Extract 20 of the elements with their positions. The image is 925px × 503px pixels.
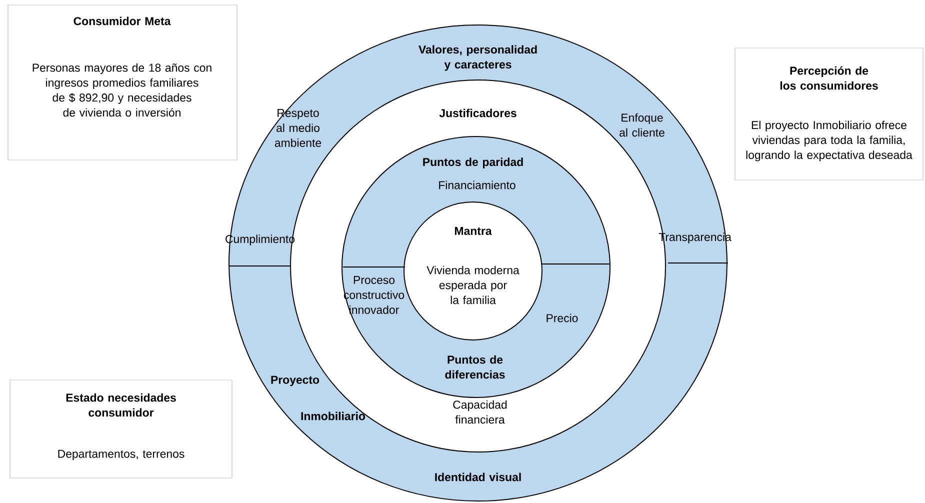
ring-label: Vivienda moderna esperada por la familia (426, 266, 520, 304)
ring-heading: Justificadores (439, 108, 516, 118)
ring-label: Financiamiento (439, 180, 516, 190)
box-heading: Consumidor Meta (74, 16, 171, 26)
ring-heading: Proyecto (271, 376, 320, 386)
box-heading: Estado necesidades consumidor (66, 393, 176, 417)
box-text: Personas mayores de 18 años con ingresos promedios familiares de $ 892,90 y necesidades de vivienda o inversión (32, 63, 212, 117)
box-text: El proyecto Inmobiliario ofrece viviendas para toda la familia, logrando la expectativa deseada (746, 120, 912, 162)
ring-heading: Inmobiliario (301, 412, 366, 420)
circle (404, 202, 542, 340)
ring-label: Precio (546, 314, 578, 322)
box-text: Departamentos, terrenos (58, 450, 184, 460)
ring-label: Capacidad financiera (453, 400, 507, 424)
ring-heading: Valores, personalidad y caracteres (418, 45, 537, 71)
box-heading: Percepción de los consumidores (780, 66, 878, 90)
ring-heading: Mantra (455, 227, 492, 235)
ring-heading: Puntos de paridad (423, 158, 523, 168)
ring-heading: Identidad visual (435, 472, 521, 482)
ring-label: Enfoque al cliente (620, 113, 664, 137)
ring-heading: Puntos de diferencias (445, 355, 505, 379)
